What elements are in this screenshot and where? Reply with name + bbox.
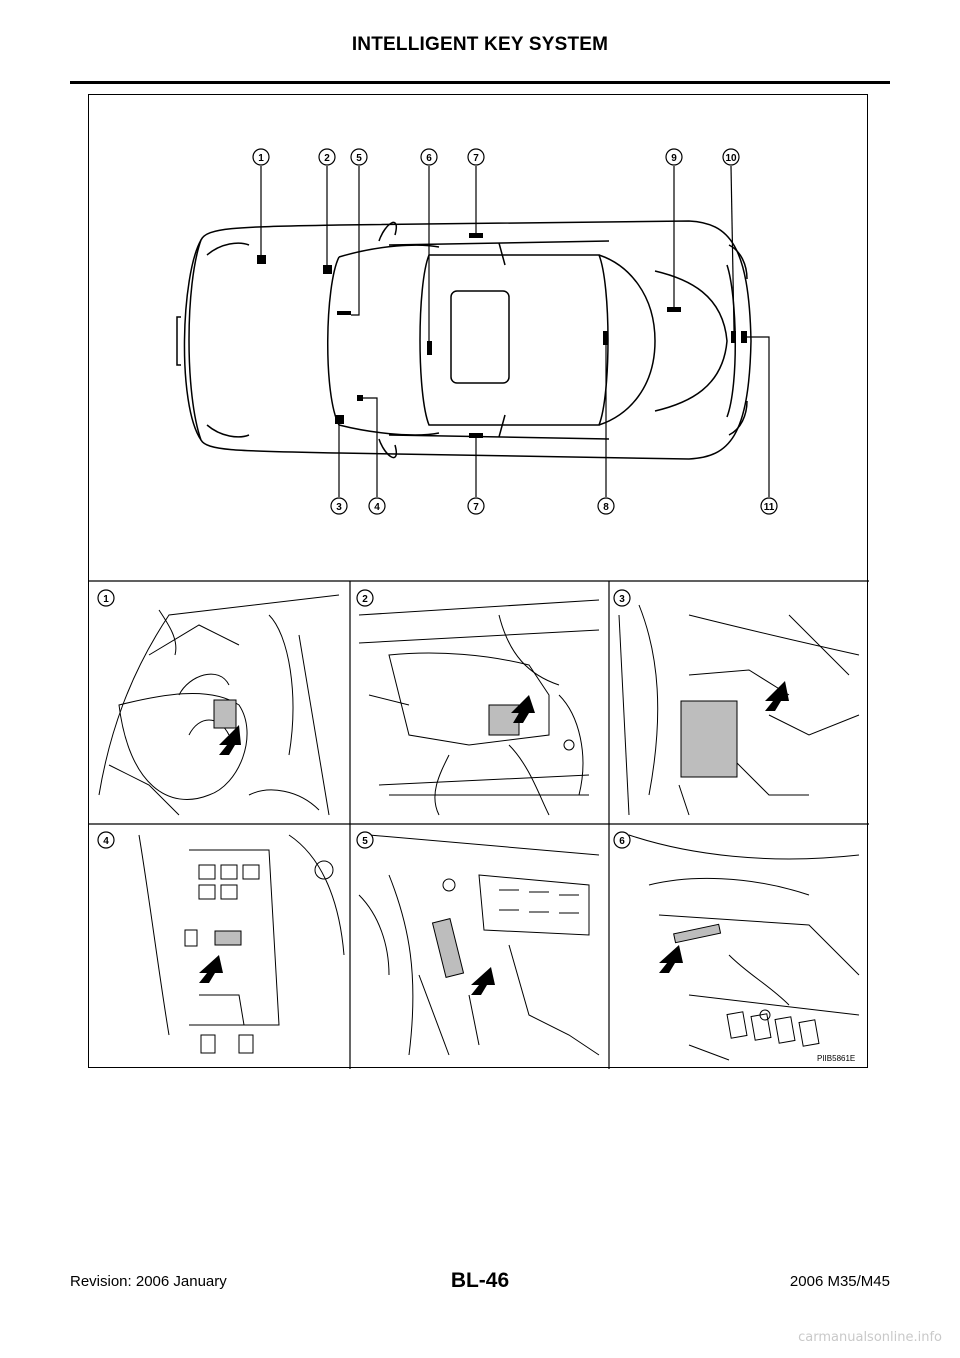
panel-2-drawing (358, 599, 600, 816)
callout-11: 11 (764, 502, 775, 513)
callout-labels-top: 1 2 5 6 7 9 10 (258, 153, 737, 164)
panel-5-arrow (471, 967, 495, 995)
revision-text: Revision: 2006 January (70, 1273, 227, 1290)
panel-3-unit (680, 700, 738, 778)
callout-6: 6 (426, 153, 432, 164)
panel-4-switch (214, 930, 242, 946)
panel-4-arrow (199, 955, 223, 983)
watermark: carmanualsonline.info (798, 1330, 942, 1345)
callout-5: 5 (356, 153, 362, 164)
panel-6-unit (673, 923, 722, 944)
callout-4: 4 (374, 502, 380, 513)
page-title: INTELLIGENT KEY SYSTEM (351, 34, 609, 55)
callout-9: 9 (671, 153, 677, 164)
callouts-top (252, 148, 740, 166)
callouts-bottom (330, 497, 778, 515)
panel-3-drawing (618, 604, 860, 816)
callout-labels-bottom: 3 4 7 8 11 (336, 502, 775, 513)
panel-4-label: 4 (103, 836, 109, 847)
callout-2: 2 (324, 153, 330, 164)
callout-10: 10 (725, 153, 737, 164)
panel-2-label: 2 (362, 594, 368, 605)
page-number: BL-46 (450, 1269, 510, 1292)
callout-7-top: 7 (473, 153, 479, 164)
panel-5-drawing (358, 834, 600, 1056)
callout-7-bottom: 7 (473, 502, 479, 513)
model-text: 2006 M35/M45 (789, 1273, 890, 1290)
panel-3-arrow (765, 681, 789, 711)
panel-1-drawing (98, 594, 340, 816)
panel-6-label: 6 (619, 836, 625, 847)
callout-1: 1 (258, 153, 264, 164)
figure-code: PIIB5861E (817, 1054, 855, 1063)
leader-lines (260, 165, 770, 497)
component-markers (257, 233, 747, 438)
callout-3: 3 (336, 502, 342, 513)
car-top-view (176, 220, 752, 460)
component-location-figure: 1 2 5 6 7 9 10 3 4 7 8 11 (88, 94, 869, 1069)
panel-6-arrow (659, 945, 683, 973)
panel-2-arrow (511, 695, 535, 723)
panel-3-label: 3 (619, 594, 625, 605)
panel-5-unit (431, 918, 465, 978)
callout-8: 8 (603, 502, 609, 513)
detail-grid (89, 580, 869, 1069)
panel-4-drawing (138, 834, 345, 1054)
panel-6-drawing (628, 834, 860, 1061)
panel-1-label: 1 (103, 594, 109, 605)
panel-1-arrow (219, 725, 241, 755)
panel-5-label: 5 (362, 836, 368, 847)
figure-drawing: 1 2 5 6 7 9 10 3 4 7 8 11 (89, 148, 869, 1069)
header-rule (70, 81, 890, 84)
